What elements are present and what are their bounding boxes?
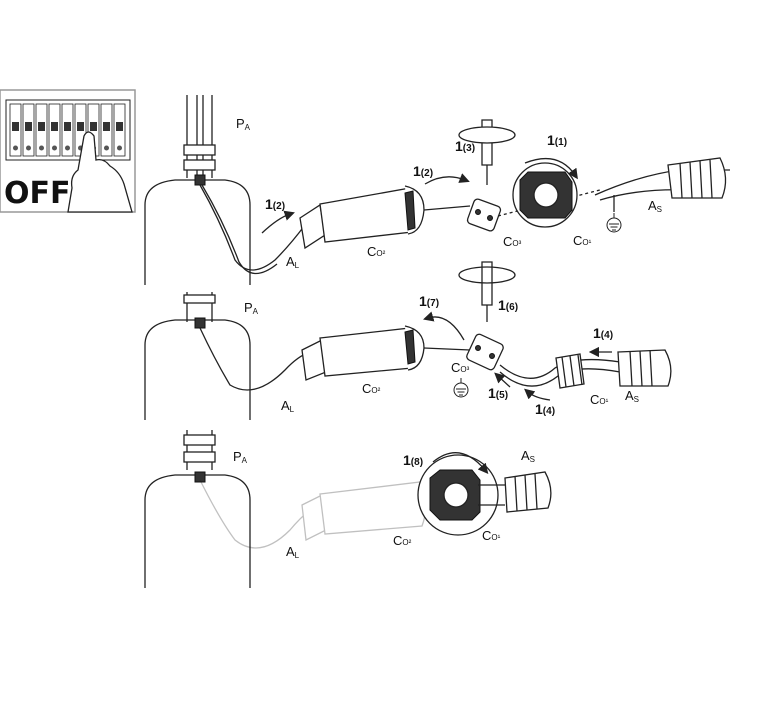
- terminal-block-co3: [466, 198, 502, 232]
- cable-as-2: [617, 349, 672, 387]
- label-al-3: AL: [286, 544, 300, 560]
- ground-symbol-2: [453, 377, 469, 398]
- label-pa-2: PA: [244, 300, 259, 316]
- step-1-3: 1(3): [455, 138, 475, 154]
- faded-assembly: [199, 479, 427, 549]
- label-al-2: AL: [281, 398, 295, 414]
- label-co1-2: CO¹: [590, 392, 609, 407]
- off-panel: OFF: [0, 89, 136, 213]
- label-co2-1: CO²: [367, 244, 386, 259]
- connector-body-co2: [299, 185, 425, 250]
- label-co1-3: CO¹: [482, 528, 501, 543]
- gland-co1: [512, 157, 578, 228]
- step-1-4a: 1(4): [593, 325, 613, 341]
- label-co2-3: CO²: [393, 533, 412, 548]
- label-as-3: AS: [521, 448, 535, 464]
- screwdriver-1: [458, 119, 516, 185]
- cable-as-1: [594, 157, 730, 201]
- breaker-row: [5, 99, 131, 161]
- screwdriver-2: [458, 261, 516, 322]
- step-1-2a: 1(2): [265, 196, 285, 212]
- step-1-1: 1(1): [547, 132, 567, 148]
- label-co2-2: CO²: [362, 381, 381, 396]
- connector-body-co2-row2: [301, 325, 425, 381]
- ground-symbol: [606, 212, 622, 233]
- gland-co1-row2: [555, 353, 585, 389]
- pole-3: [144, 430, 251, 588]
- step-1-5: 1(5): [488, 385, 508, 401]
- off-label: OFF: [4, 176, 71, 211]
- row-2: [144, 261, 672, 420]
- label-pa-1: PA: [236, 116, 251, 132]
- pole-1: [144, 95, 251, 285]
- label-co3-2: CO³: [451, 360, 470, 375]
- step-1-2b: 1(2): [413, 163, 433, 179]
- pole-2: [144, 292, 251, 420]
- hand-pointer: [67, 131, 133, 213]
- row-3: [144, 430, 552, 588]
- step-1-6: 1(6): [498, 297, 518, 313]
- labels: PA PA PA AL AL AL AS AS AS CO² CO² CO² C…: [233, 116, 662, 560]
- label-pa-3: PA: [233, 449, 248, 465]
- terminal-block-co3-row2: [466, 333, 504, 371]
- label-as-2: AS: [625, 388, 639, 404]
- label-co1-1: CO¹: [573, 233, 592, 248]
- label-as-1: AS: [648, 198, 662, 214]
- step-1-8: 1(8): [403, 452, 423, 468]
- step-labels: 1(1) 1(2) 1(2) 1(3) 1(4) 1(4) 1(5) 1(6) …: [265, 132, 613, 468]
- gland-co1-row3: [417, 452, 499, 536]
- step-1-7: 1(7): [419, 293, 439, 309]
- cable-as-3: [504, 471, 552, 513]
- row-1: [144, 95, 730, 285]
- step-1-4b: 1(4): [535, 401, 555, 417]
- label-co3-1: CO³: [503, 234, 522, 249]
- label-al-1: AL: [286, 254, 300, 270]
